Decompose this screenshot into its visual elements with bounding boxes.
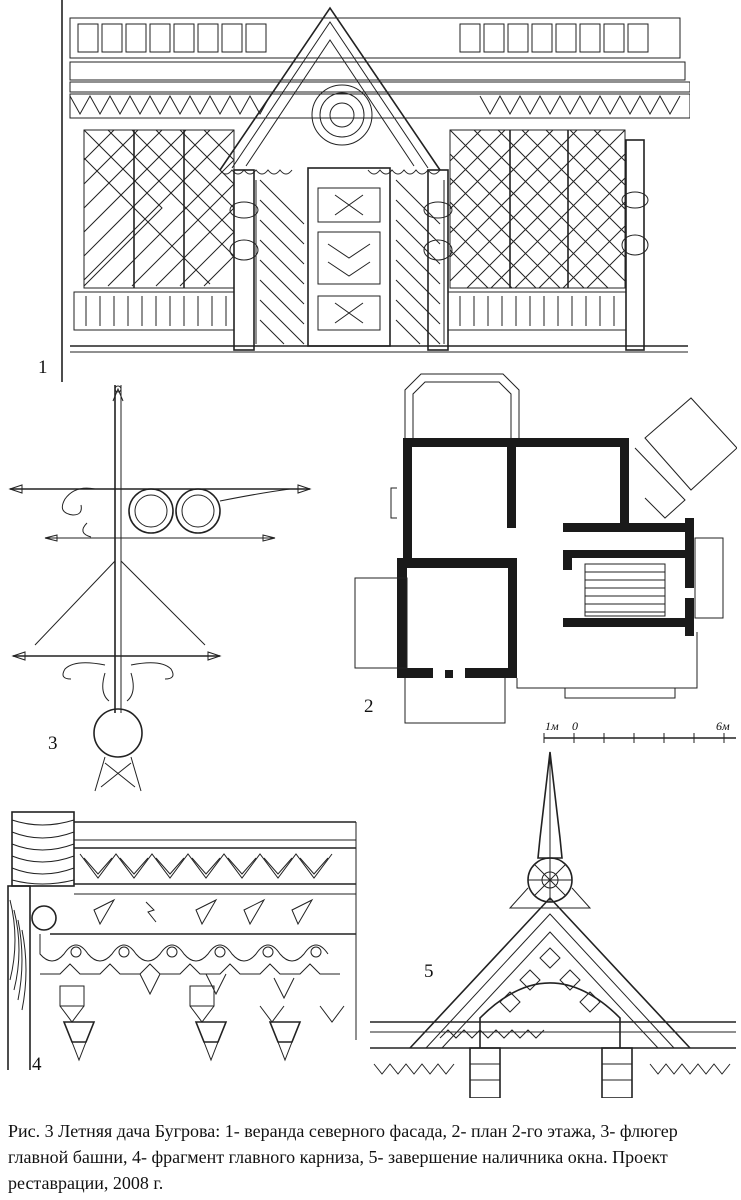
window-top-drawing xyxy=(370,748,736,1098)
scale-label-right: 6м xyxy=(716,719,730,733)
veranda-drawing xyxy=(60,0,690,385)
figure-caption: Рис. 3 Летняя дача Бугрова: 1- веранда с… xyxy=(8,1121,678,1193)
figure-label-4: 4 xyxy=(32,1054,42,1075)
figure-label-3: 3 xyxy=(48,733,58,754)
weathervane-drawing xyxy=(5,383,320,793)
scale-label-left: 1м xyxy=(545,719,559,733)
scale-label-zero: 0 xyxy=(572,719,578,733)
cornice-drawing xyxy=(0,810,360,1070)
figure-label-2: 2 xyxy=(364,696,374,717)
figure-label-5: 5 xyxy=(424,961,434,982)
figure-label-1: 1 xyxy=(38,357,48,378)
floor-plan-drawing xyxy=(345,368,737,768)
scale-bar xyxy=(540,718,740,744)
